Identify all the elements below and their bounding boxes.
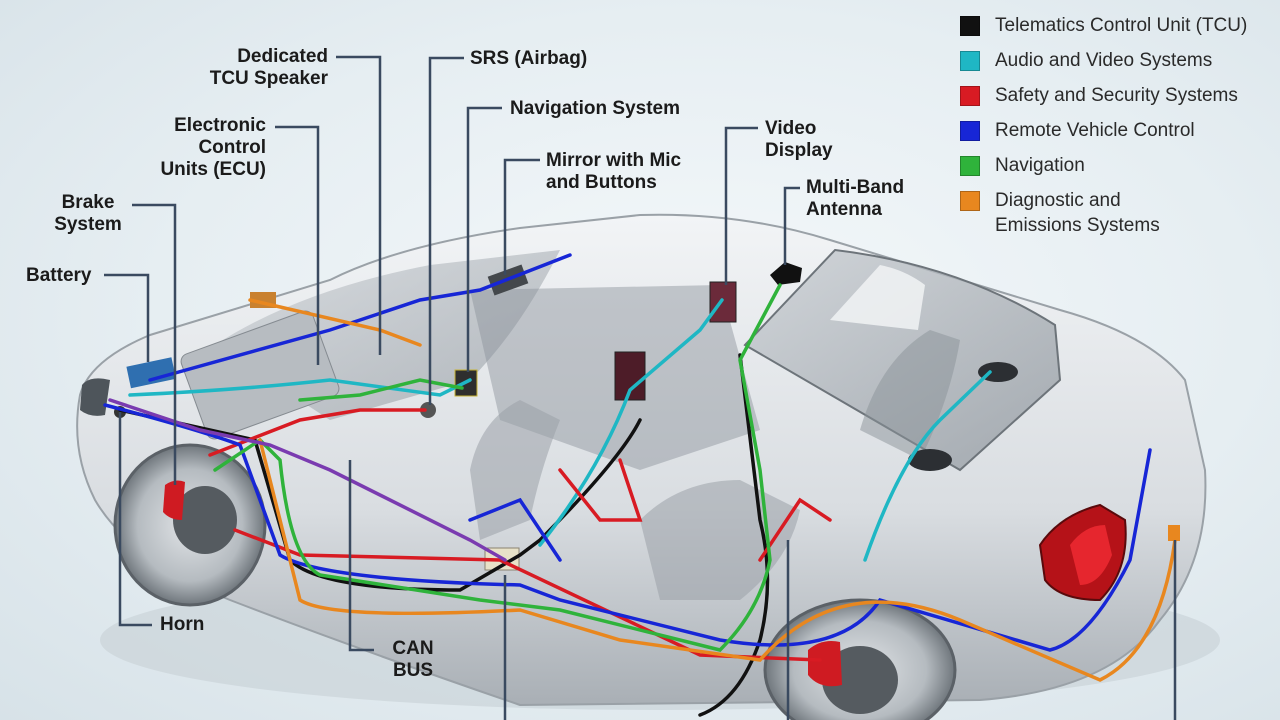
audio-video-wire xyxy=(863,370,992,562)
rear-brake-caliper xyxy=(808,641,842,687)
legend-item-audio-video: Audio and Video Systems xyxy=(958,47,1278,82)
remote-wire xyxy=(468,497,562,562)
legend-swatch xyxy=(960,86,980,106)
legend-label: Safety and Security Systems xyxy=(995,85,1238,106)
leader-brake-system xyxy=(132,203,177,485)
tcu-wire xyxy=(698,353,770,717)
front-brake-disc xyxy=(173,486,237,554)
legend-label: Navigation xyxy=(995,155,1085,176)
tail-light-lens xyxy=(1070,525,1112,585)
srs-sensor xyxy=(420,402,436,418)
video-display-unit xyxy=(709,281,737,323)
leader-can-bus xyxy=(348,460,374,652)
leader-mirror xyxy=(503,158,540,275)
label-horn: Horn xyxy=(160,614,205,635)
label-navigation-system: Navigation System xyxy=(510,98,680,119)
engine-block xyxy=(180,310,340,440)
side-speaker xyxy=(908,449,952,471)
legend: Telematics Control Unit (TCU) Audio and … xyxy=(958,12,1278,243)
leader-horn xyxy=(118,412,152,627)
legend-swatch xyxy=(960,191,980,211)
antenna-unit xyxy=(770,262,802,285)
label-video-display: Video Display xyxy=(765,118,833,161)
leader-srs-airbag xyxy=(428,56,464,405)
leader-dedicated-tcu-speaker xyxy=(336,55,382,355)
front-brake-caliper xyxy=(163,480,185,520)
label-srs-airbag: SRS (Airbag) xyxy=(470,48,588,69)
legend-label: Diagnostic and Emissions Systems xyxy=(995,190,1160,236)
legend-label: Remote Vehicle Control xyxy=(995,120,1195,141)
front-seat xyxy=(470,400,560,540)
wire-harness xyxy=(103,253,1177,717)
can-wire xyxy=(108,398,507,562)
diagnostic-wire xyxy=(258,438,1177,682)
leader-ecu xyxy=(275,125,320,365)
legend-item-remote: Remote Vehicle Control xyxy=(958,117,1278,152)
leader-video-display xyxy=(724,126,758,285)
legend-item-navigation: Navigation xyxy=(958,152,1278,187)
legend-item-safety: Safety and Security Systems xyxy=(958,82,1278,117)
leader-navigation-system xyxy=(466,106,502,372)
battery xyxy=(126,357,176,389)
legend-label: Telematics Control Unit (TCU) xyxy=(995,15,1248,36)
legend-swatch xyxy=(960,156,980,176)
label-dedicated-tcu-speaker: Dedicated TCU Speaker xyxy=(209,46,328,89)
safety-wire xyxy=(208,408,427,457)
rear-seat-back xyxy=(860,330,960,460)
tcu-wire xyxy=(118,408,642,592)
legend-item-diagnostic: Diagnostic and Emissions Systems xyxy=(958,187,1278,243)
headlight xyxy=(80,378,110,416)
label-mirror: Mirror with Mic and Buttons xyxy=(546,150,682,193)
remote-wire xyxy=(148,253,572,382)
safety-wire xyxy=(558,458,643,522)
label-can-bus: CAN BUS xyxy=(392,638,434,681)
audio-video-wire xyxy=(128,378,472,397)
legend-label: Audio and Video Systems xyxy=(995,50,1213,71)
navigation-wire xyxy=(213,283,782,652)
legend-item-tcu: Telematics Control Unit (TCU) xyxy=(958,12,1278,47)
navigation-wire xyxy=(298,378,464,402)
safety-wire xyxy=(758,497,832,562)
rear-speaker xyxy=(978,362,1018,382)
rear-window-inner xyxy=(830,265,925,330)
leader-battery xyxy=(104,273,150,362)
label-ecu: Electronic Control Units (ECU) xyxy=(160,115,266,180)
label-battery: Battery xyxy=(26,265,92,286)
label-multi-band-antenna: Multi-Band Antenna xyxy=(806,177,905,220)
remote-wire xyxy=(103,403,1152,652)
rear-brake-disc xyxy=(822,646,898,714)
leader-lines xyxy=(104,55,1177,720)
label-brake-system: Brake System xyxy=(54,192,122,235)
legend-swatch xyxy=(960,16,980,36)
diagnostic-port xyxy=(1168,525,1180,541)
legend-swatch xyxy=(960,51,980,71)
audio-video-wire xyxy=(538,298,724,547)
legend-swatch xyxy=(960,121,980,141)
leader-multi-band-antenna xyxy=(783,186,800,265)
